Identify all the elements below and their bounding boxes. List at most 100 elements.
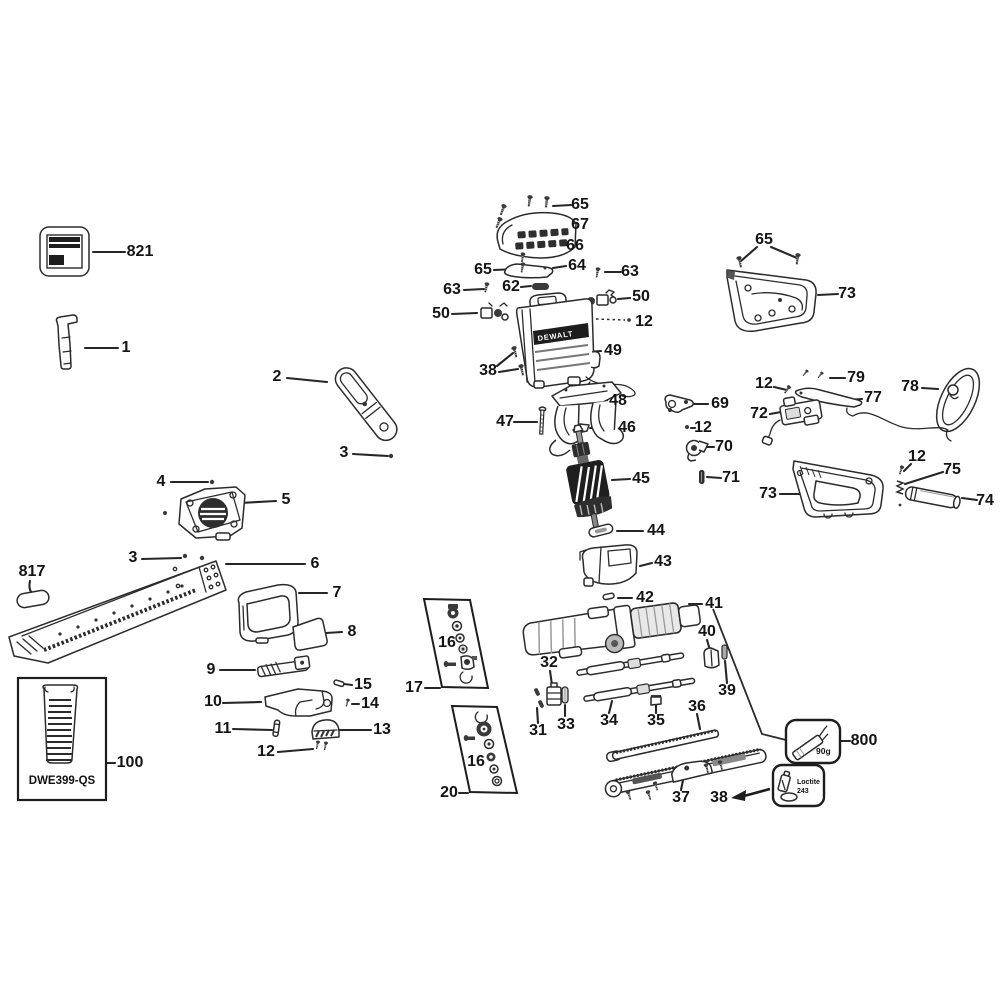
part-screw-3-handle xyxy=(388,453,394,459)
part-handle-half-73-bottom xyxy=(792,460,884,519)
grease-tube-icon xyxy=(792,725,829,761)
part-label-14: 14 xyxy=(361,695,379,712)
part-screws-79 xyxy=(801,368,825,380)
part-front-handle-2 xyxy=(334,367,398,442)
part-pin-15 xyxy=(333,679,345,688)
part-block-32 xyxy=(546,682,562,706)
part-label-34: 34 xyxy=(600,712,618,729)
part-label-75: 75 xyxy=(943,461,961,478)
box-100: DWE399-QS xyxy=(16,676,108,802)
box-loctite-243: Loctite 243 xyxy=(771,763,826,808)
part-label-50: 50 xyxy=(432,305,450,322)
part-label-10: 10 xyxy=(204,693,222,710)
part-label-69: 69 xyxy=(711,395,729,412)
model-label: DWE399-QS xyxy=(29,775,96,787)
part-cover-7 xyxy=(237,583,299,644)
part-label-64: 64 xyxy=(568,257,586,274)
part-label-50: 50 xyxy=(632,288,650,305)
part-screws-12-left xyxy=(314,740,329,751)
part-label-40: 40 xyxy=(698,623,716,640)
part-label-67: 67 xyxy=(571,216,589,233)
part-plate-8 xyxy=(292,617,328,651)
part-screw-14 xyxy=(344,698,351,708)
part-guard-37 xyxy=(604,747,767,798)
part-label-33: 33 xyxy=(557,716,575,733)
part-block-40 xyxy=(703,647,720,669)
part-label-100: 100 xyxy=(116,754,144,771)
part-screws-31 xyxy=(534,688,544,708)
part-armature-45 xyxy=(566,424,613,531)
loctite-bottle-icon xyxy=(777,770,798,802)
part-label-16: 16 xyxy=(438,634,456,651)
part-label-43: 43 xyxy=(654,553,672,570)
part-label-16: 16 xyxy=(467,753,485,770)
part-label-78: 78 xyxy=(901,378,919,395)
part-label-9: 9 xyxy=(206,661,216,678)
part-bar-34a xyxy=(576,652,685,676)
part-label-41: 41 xyxy=(705,595,723,612)
part-label-73: 73 xyxy=(759,485,777,502)
part-screws-3-rail xyxy=(182,553,205,561)
part-label-63: 63 xyxy=(621,263,639,280)
part-label-5: 5 xyxy=(281,491,291,508)
loctite-grade-label: 243 xyxy=(797,788,809,795)
part-nameplate-821 xyxy=(39,226,90,277)
part-motor-housing-49: DEWALT xyxy=(515,292,601,389)
part-label-31: 31 xyxy=(529,722,547,739)
part-cord-guard-78 xyxy=(935,367,981,442)
box-20 xyxy=(450,704,519,795)
part-pin-11 xyxy=(272,719,281,738)
part-label-7: 7 xyxy=(332,584,342,601)
part-label-65: 65 xyxy=(571,196,589,213)
part-label-45: 45 xyxy=(632,470,650,487)
part-shoe-10 xyxy=(264,688,333,717)
part-button-62 xyxy=(532,283,549,290)
part-baffle-43 xyxy=(579,544,638,587)
part-gearcase-41 xyxy=(522,602,702,659)
part-label-42: 42 xyxy=(636,589,654,606)
box-17 xyxy=(422,597,490,690)
part-label-37: 37 xyxy=(672,789,690,806)
part-label-32: 32 xyxy=(540,654,558,671)
part-label-8: 8 xyxy=(347,623,357,640)
part-label-38: 38 xyxy=(479,362,497,379)
part-label-12: 12 xyxy=(635,313,653,330)
part-dot-12 xyxy=(685,425,689,429)
part-lever-77 xyxy=(794,387,863,408)
part-label-77: 77 xyxy=(864,389,882,406)
part-label-47: 47 xyxy=(496,413,514,430)
part-label-4: 4 xyxy=(156,473,166,490)
part-pad-13 xyxy=(311,719,340,740)
part-bearing-44 xyxy=(588,523,614,538)
part-hex-key-1 xyxy=(55,314,78,370)
part-label-12: 12 xyxy=(694,419,712,436)
part-pad-817 xyxy=(16,589,50,609)
part-tube-74 xyxy=(904,486,961,509)
part-label-73: 73 xyxy=(838,285,856,302)
part-label-62: 62 xyxy=(502,278,520,295)
grease-amount-label: 90g xyxy=(816,746,831,756)
part-field-48 xyxy=(549,381,625,457)
part-label-49: 49 xyxy=(604,342,622,359)
box-800: 90g xyxy=(784,718,842,765)
part-switch-72 xyxy=(761,396,823,446)
part-label-72: 72 xyxy=(750,405,768,422)
part-spring-75 xyxy=(895,480,905,507)
part-label-6: 6 xyxy=(310,555,320,572)
part-clamp-70 xyxy=(685,439,709,462)
part-clip-35 xyxy=(650,695,662,706)
part-handle-half-73-top xyxy=(726,269,817,333)
part-vent-cover-5 xyxy=(163,486,246,541)
loctite-name-label: Loctite xyxy=(797,779,820,786)
part-screw-4 xyxy=(209,479,215,485)
part-pin-71 xyxy=(699,470,705,484)
part-lever-64 xyxy=(503,263,554,279)
part-pin-33 xyxy=(561,686,569,704)
part-label-800: 800 xyxy=(850,732,878,749)
part-bracket-69 xyxy=(664,394,694,414)
part-label-63: 63 xyxy=(443,281,461,298)
part-label-11: 11 xyxy=(214,720,232,737)
part-label-2: 2 xyxy=(272,368,282,385)
